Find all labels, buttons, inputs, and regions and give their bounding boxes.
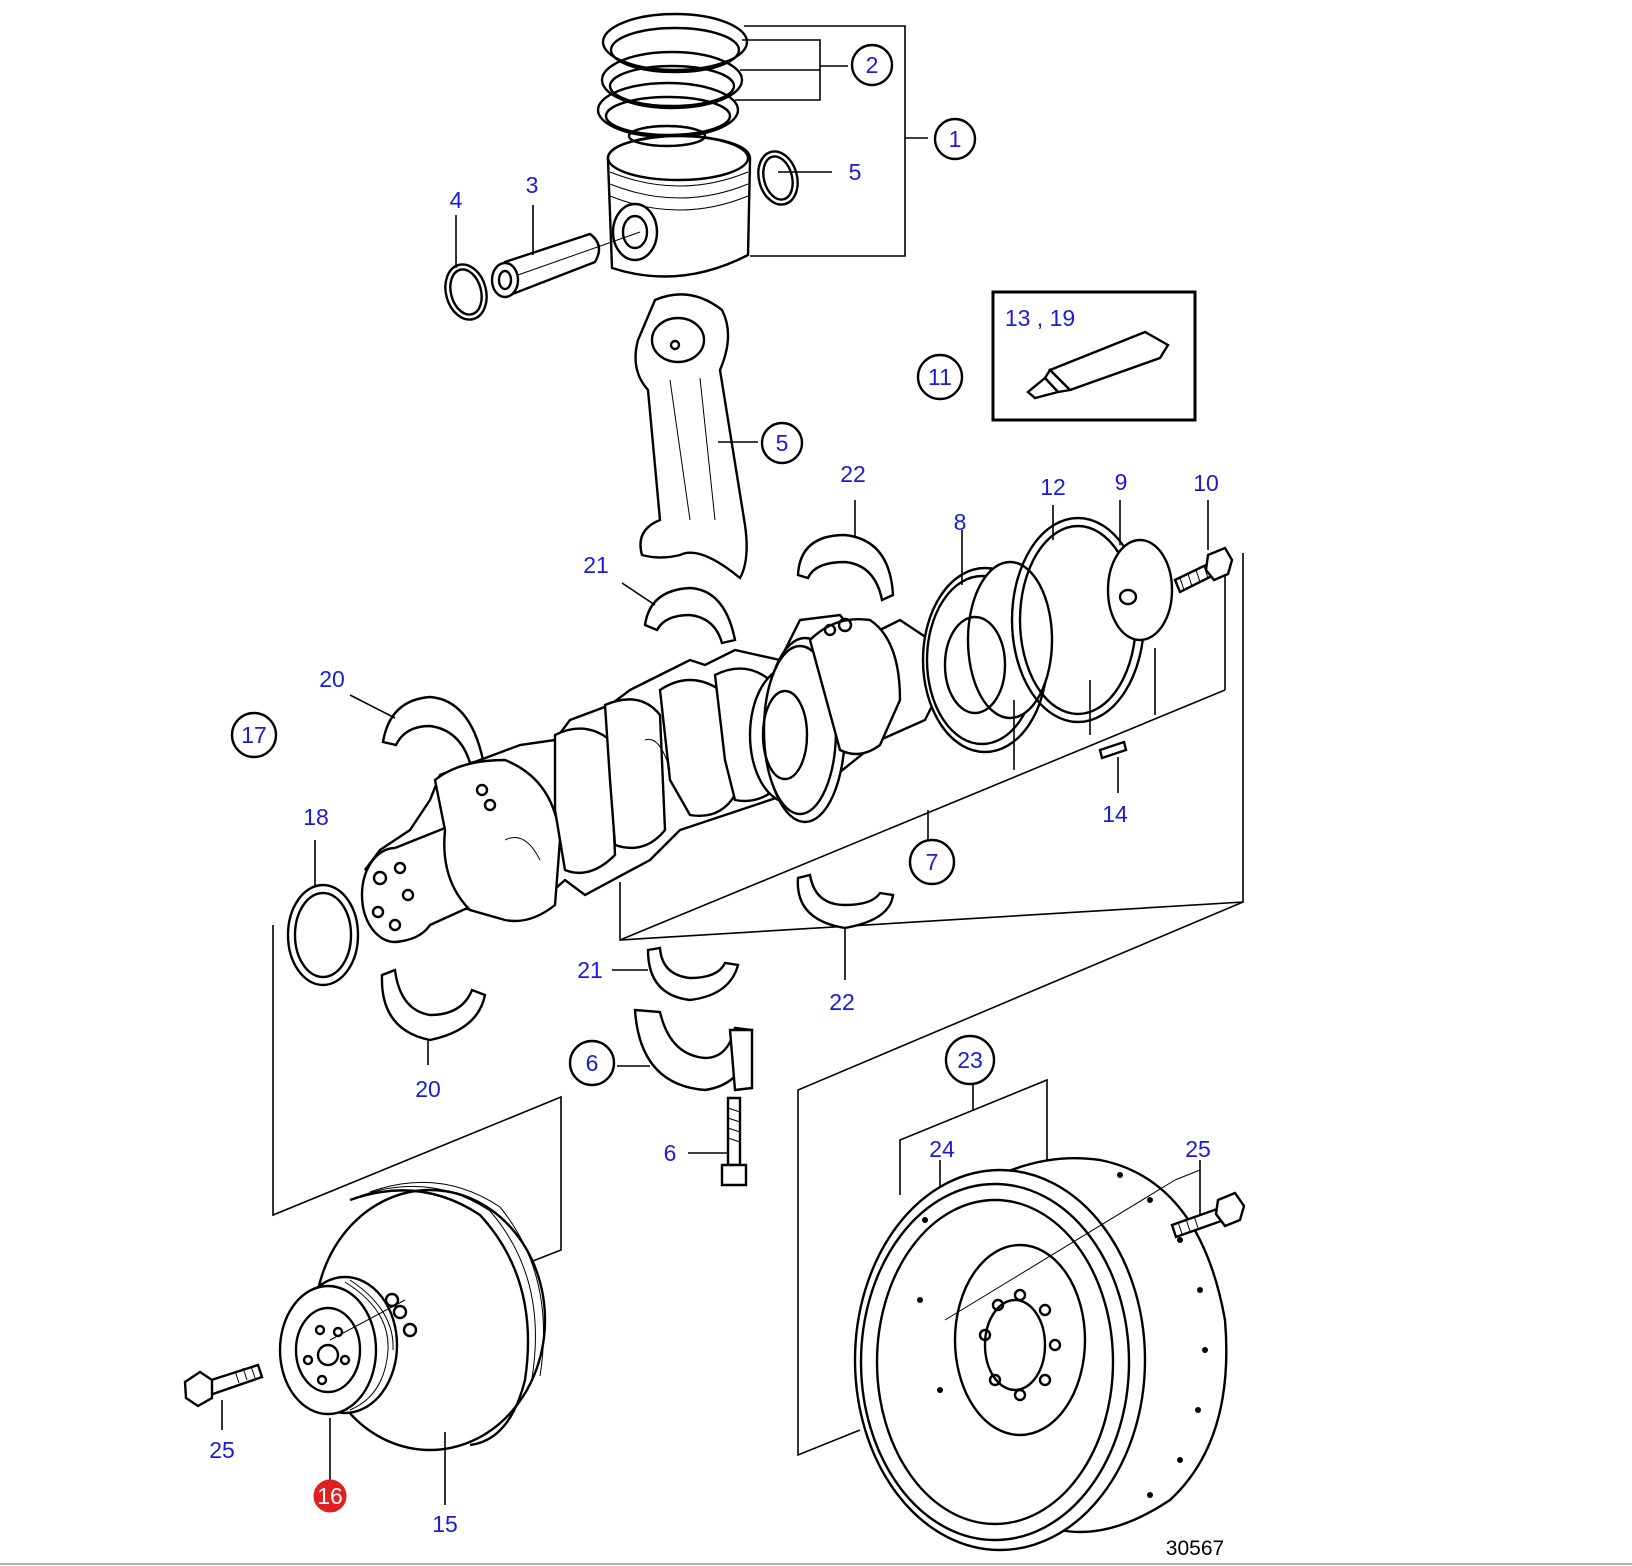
callout-9[interactable]: 9 [1115,469,1128,495]
callout-6-bolt[interactable]: 6 [664,1140,677,1166]
callout-15[interactable]: 15 [432,1511,458,1537]
callout-22-upper[interactable]: 22 [840,461,866,487]
svg-text:16: 16 [317,1483,343,1509]
piston [606,124,752,278]
piston-pin [490,231,641,299]
svg-text:21: 21 [577,957,603,983]
connecting-rod [634,293,748,580]
callout-12[interactable]: 12 [1040,474,1066,500]
flywheel-bolt [1170,1191,1246,1239]
svg-text:2: 2 [866,52,879,78]
dowel-pin [1098,740,1128,760]
callout-24[interactable]: 24 [929,1136,955,1162]
svg-text:15: 15 [432,1511,458,1537]
gear-bolt [1173,546,1234,594]
washer [1106,538,1174,642]
piston-rings [596,12,749,139]
svg-text:5: 5 [849,159,862,185]
callout-14[interactable]: 14 [1102,801,1128,827]
svg-text:18: 18 [303,804,329,830]
svg-text:20: 20 [319,666,345,692]
svg-text:1: 1 [949,126,962,152]
piston-pin-circlip-left [444,263,488,321]
callout-7[interactable]: 7 [908,838,956,886]
svg-text:12: 12 [1040,474,1066,500]
svg-text:9: 9 [1115,469,1128,495]
callout-23[interactable]: 23 [944,1034,996,1086]
svg-text:23: 23 [957,1047,983,1073]
callout-1[interactable]: 1 [933,117,977,161]
callout-3[interactable]: 3 [526,172,539,198]
pulley-bolt [183,1363,264,1408]
bearing-shell-22-upper [796,533,895,602]
sealant-box [991,290,1197,422]
svg-text:11: 11 [928,364,952,390]
bearing-shell-21-upper [643,586,737,645]
svg-text:22: 22 [840,461,866,487]
figure-number: 30567 [1166,1537,1224,1560]
callout-2[interactable]: 2 [850,43,894,87]
crankshaft-seal-ring [286,883,360,987]
callout-21-lower[interactable]: 21 [577,957,603,983]
svg-text:22: 22 [829,989,855,1015]
callout-25-flywheel[interactable]: 25 [1185,1136,1211,1162]
svg-text:5: 5 [776,430,789,456]
callout-5-rod[interactable]: 5 [760,421,804,465]
crankshaft-pulley [278,1275,406,1416]
svg-text:21: 21 [583,552,609,578]
callout-17[interactable]: 17 [230,711,278,759]
svg-text:24: 24 [929,1136,955,1162]
svg-text:10: 10 [1193,470,1219,496]
svg-text:6: 6 [586,1050,599,1076]
callout-25-pulley[interactable]: 25 [209,1437,235,1463]
callout-10[interactable]: 10 [1193,470,1219,496]
callout-21-upper[interactable]: 21 [583,552,609,578]
callout-6-cap[interactable]: 6 [568,1039,616,1087]
crankshaft [360,613,942,944]
bearing-shell-20-upper [381,695,485,765]
callout-20-lower[interactable]: 20 [415,1076,441,1102]
svg-text:20: 20 [415,1076,441,1102]
svg-text:8: 8 [954,509,967,535]
callout-18[interactable]: 18 [303,804,329,830]
callout-4[interactable]: 4 [450,187,463,213]
svg-text:3: 3 [526,172,539,198]
svg-text:13 , 19: 13 , 19 [1005,305,1075,331]
callout-5-circlip[interactable]: 5 [849,159,862,185]
svg-text:25: 25 [209,1437,235,1463]
svg-text:6: 6 [664,1140,677,1166]
svg-text:14: 14 [1102,801,1128,827]
bearing-cap-bolt [720,1096,748,1187]
callout-20-upper[interactable]: 20 [319,666,345,692]
svg-text:25: 25 [1185,1136,1211,1162]
bearing-shell-20-lower [380,968,487,1042]
svg-text:17: 17 [241,722,267,748]
svg-text:4: 4 [450,187,463,213]
flywheel [853,1157,1228,1552]
callout-16-highlighted[interactable]: 16 [313,1479,347,1513]
svg-text:7: 7 [926,849,939,875]
bearing-shell-22-lower [796,873,895,930]
sealant-tube-icon [1026,330,1170,400]
main-bearing-cap [633,1008,754,1092]
callout-22-lower[interactable]: 22 [829,989,855,1015]
callout-13-19[interactable]: 13 , 19 [1005,305,1075,331]
callout-11[interactable]: 11 [916,353,964,401]
bearing-shell-21-lower [646,946,740,1002]
callout-8[interactable]: 8 [954,509,967,535]
piston-pin-circlip-right [757,150,799,206]
crankshaft-gear [921,560,1054,754]
